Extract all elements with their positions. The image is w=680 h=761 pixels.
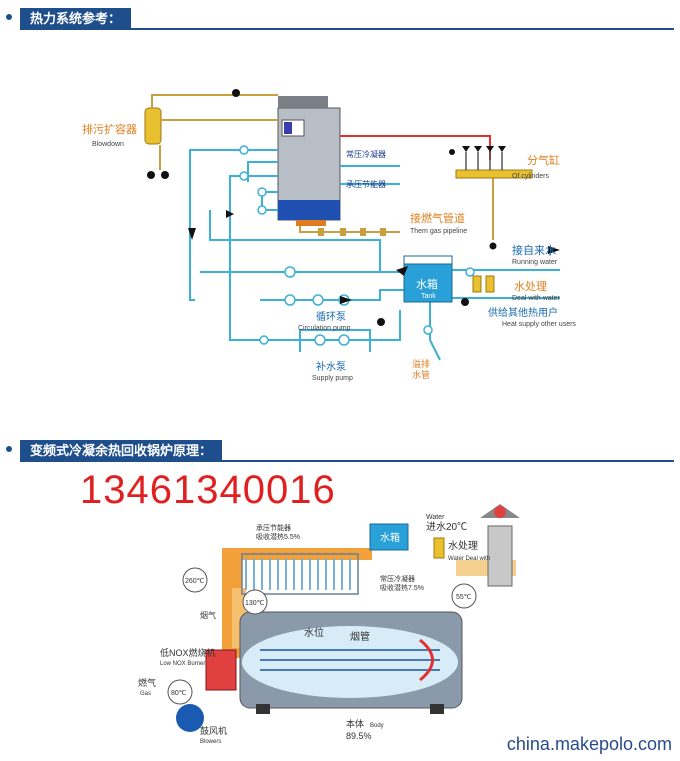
heat-supply-en-label: Heat supply other users (502, 321, 576, 328)
condenser-label-2: 吸收潜热7.5% (380, 583, 424, 592)
water-level-label: 水位 (304, 626, 324, 639)
section-title: 变频式冷凝余热回收锅炉原理： (20, 440, 223, 462)
cylinder-en-label: Of cylinders (512, 173, 549, 180)
water-treatment-unit (433, 537, 445, 559)
temp-badges (167, 567, 477, 705)
phone-number: 13461340016 (80, 468, 336, 512)
bullet-icon (6, 446, 12, 452)
overflow-label-2: 水管 (412, 369, 430, 380)
section-header-1: 热力系统参考： (0, 8, 680, 30)
economizer-label-2: 吸收潜热5.5% (256, 532, 300, 541)
cylinder-label: 分气缸 (527, 153, 560, 167)
tank (369, 523, 409, 551)
flue-duct (222, 548, 516, 658)
tank-en-label: Tank (421, 293, 436, 300)
pressure-economizer-label: 承压节能器 (346, 179, 386, 189)
chimney (480, 504, 520, 587)
water-treatment-label: 水处理 (514, 280, 547, 293)
blowdown-tank (144, 107, 169, 179)
temp-55: 55℃ (456, 594, 472, 601)
economizer-label-1: 承压节能器 (256, 523, 291, 532)
watermark: china.makepolo.com (506, 734, 672, 754)
tank-label: 水箱 (416, 277, 438, 291)
gas-pipeline-label: 接燃气管道 (410, 211, 465, 225)
overflow-label-1: 溢排 (412, 358, 430, 369)
body-en: Body (370, 723, 384, 729)
heat-supply-label: 供给其他热用户 (488, 306, 558, 319)
blower-label: 鼓风机 (200, 725, 227, 736)
circulation-pump-label: 循环泵 (316, 310, 346, 323)
flue-label: 烟气 (200, 610, 216, 620)
supply-pump-label: 补水泵 (316, 360, 346, 373)
blower (176, 704, 204, 732)
water-treatment-en: Water Deal with (448, 556, 490, 562)
section-title: 热力系统参考： (20, 8, 132, 30)
water-in-label: 进水20℃ (426, 521, 467, 533)
gas-valves (318, 228, 386, 236)
running-water-en-label: Running water (512, 259, 558, 266)
gas-pipeline-en-label: Them gas pipeline (410, 228, 467, 235)
temp-80: 80℃ (171, 690, 187, 697)
divider (20, 460, 674, 462)
boiler-body (239, 611, 463, 714)
gas-en: Gas (140, 691, 151, 697)
water-in-en: Water (426, 514, 445, 521)
water-treatment-en-label: Deal with water (512, 295, 561, 302)
normal-condenser-label: 常压冷凝器 (346, 149, 386, 159)
circulation-pump-en-label: Circulation pump (298, 325, 351, 332)
blowdown-en-label: Blowdown (92, 141, 124, 148)
water-tank (403, 255, 453, 303)
section-header-2: 变频式冷凝余热回收锅炉原理： (0, 440, 680, 462)
water-treatment (472, 275, 495, 293)
steam-header (455, 146, 533, 250)
thermal-system-diagram: 排污扩容器 Blowdown 常压冷凝器 承压节能器 分气缸 Of cylind… (82, 89, 576, 382)
blowdown-label: 排污扩容器 (82, 122, 137, 136)
blower-en: Blowers (200, 739, 221, 745)
body-pct: 89.5% (346, 731, 372, 741)
burner-en: Low NOX Burner (160, 661, 205, 667)
temp-130: 130℃ (245, 600, 265, 607)
tank-label: 水箱 (380, 531, 400, 544)
burner-label: 低NOX燃烧机 (160, 647, 216, 658)
exchanger-box (241, 553, 359, 595)
boiler (277, 96, 341, 226)
temp-260: 260℃ (185, 578, 205, 585)
economizer-coil (245, 558, 351, 590)
smoke-tube-label: 烟管 (350, 630, 370, 643)
gas-label: 燃气 (138, 677, 156, 688)
burner (205, 649, 237, 691)
divider (20, 28, 674, 30)
valves (239, 145, 475, 346)
running-water-label: 接自来水 (512, 244, 556, 257)
supply-pump-en-label: Supply pump (312, 375, 353, 382)
water-treatment-label: 水处理 (448, 540, 478, 552)
condenser-label-1: 常压冷凝器 (380, 574, 415, 583)
bullet-icon (6, 14, 12, 20)
body-label: 本体 (346, 718, 364, 729)
flow-arrows (188, 210, 560, 304)
